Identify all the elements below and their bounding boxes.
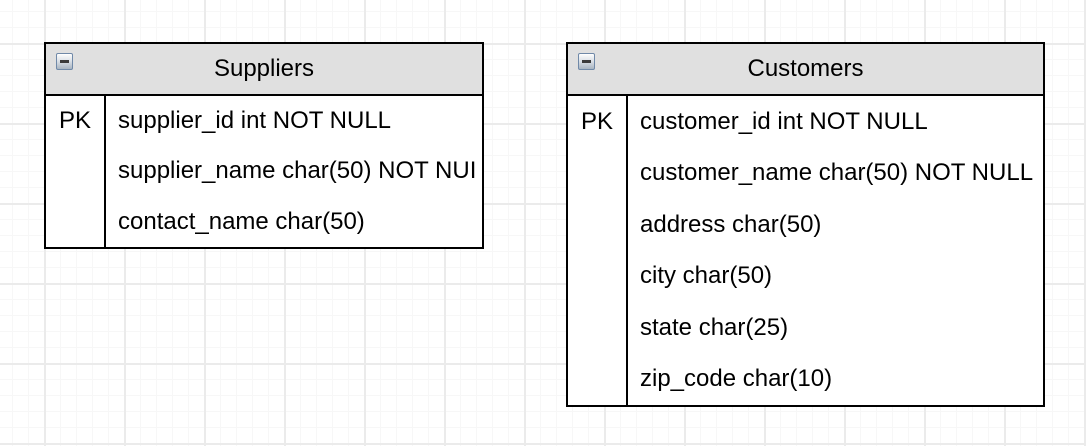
- table-title: Customers: [747, 55, 864, 82]
- attribute-cell: state char(25): [640, 313, 789, 341]
- collapse-button[interactable]: [56, 53, 73, 70]
- table-header: Suppliers: [46, 44, 482, 96]
- pk-cell: [568, 147, 628, 199]
- table-suppliers[interactable]: Suppliers PK supplier_id int NOT NULL su…: [44, 42, 484, 249]
- table-customers[interactable]: Customers PK customer_id int NOT NULL cu…: [566, 42, 1045, 407]
- table-row[interactable]: address char(50): [568, 199, 1043, 251]
- collapse-button[interactable]: [578, 53, 595, 70]
- attribute-cell: city char(50): [640, 262, 773, 290]
- table-body: PK supplier_id int NOT NULL supplier_nam…: [46, 96, 482, 247]
- table-row[interactable]: supplier_name char(50) NOT NUI: [46, 146, 482, 197]
- pk-cell: [568, 250, 628, 302]
- pk-cell: [568, 302, 628, 354]
- pk-cell: [568, 353, 628, 405]
- pk-cell: [46, 146, 106, 197]
- attribute-cell: customer_id int NOT NULL: [640, 107, 928, 135]
- table-row[interactable]: contact_name char(50): [46, 196, 482, 247]
- table-row[interactable]: city char(50): [568, 250, 1043, 302]
- attribute-cell: supplier_name char(50) NOT NUI: [118, 157, 477, 185]
- table-row[interactable]: state char(25): [568, 302, 1043, 354]
- pk-cell: PK: [568, 96, 628, 148]
- attribute-cell: address char(50): [640, 210, 822, 238]
- attribute-cell: customer_name char(50) NOT NULL: [640, 159, 1034, 187]
- table-row[interactable]: PK supplier_id int NOT NULL: [46, 96, 482, 147]
- attribute-cell: supplier_id int NOT NULL: [118, 107, 392, 135]
- pk-cell: PK: [46, 96, 106, 147]
- table-row[interactable]: customer_name char(50) NOT NULL: [568, 147, 1043, 199]
- attribute-cell: zip_code char(10): [640, 365, 833, 393]
- table-row[interactable]: PK customer_id int NOT NULL: [568, 96, 1043, 148]
- table-body: PK customer_id int NOT NULL customer_nam…: [568, 96, 1043, 405]
- pk-cell: [46, 196, 106, 247]
- pk-cell: [568, 199, 628, 251]
- minus-icon: [60, 60, 69, 63]
- minus-icon: [582, 60, 591, 63]
- attribute-cell: contact_name char(50): [118, 207, 365, 235]
- table-row[interactable]: zip_code char(10): [568, 353, 1043, 405]
- table-header: Customers: [568, 44, 1043, 96]
- table-title: Suppliers: [213, 55, 315, 82]
